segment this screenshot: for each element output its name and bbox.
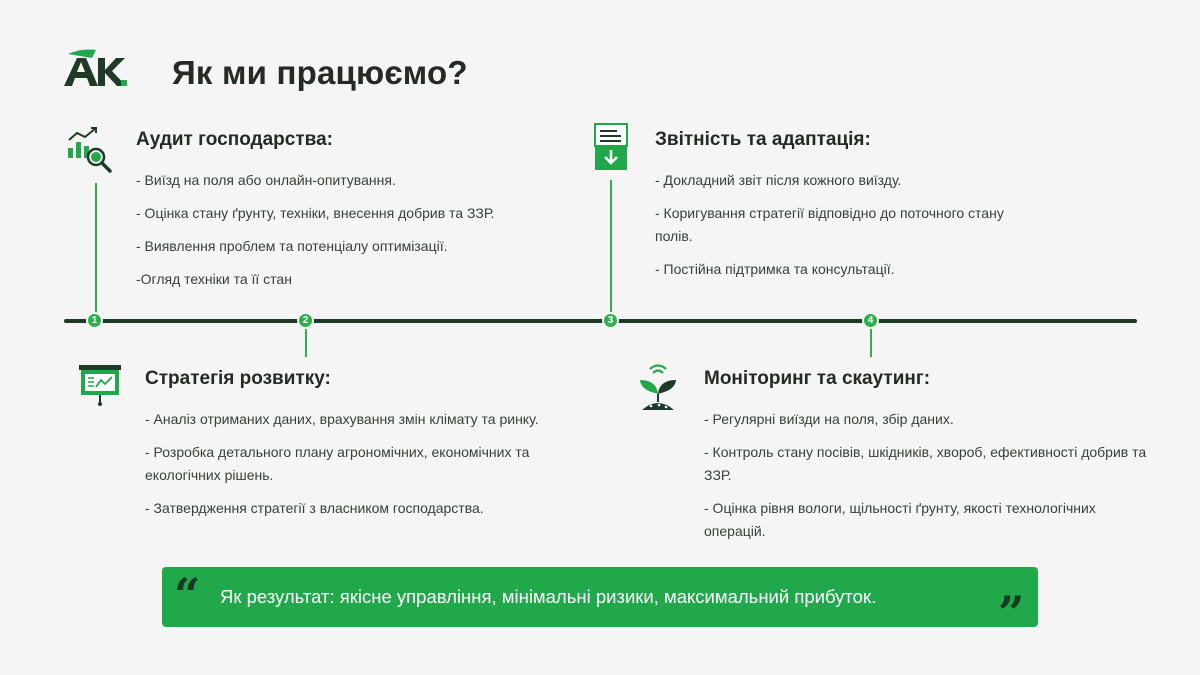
list-item: -Огляд техніки та її стан xyxy=(136,271,292,287)
list-item: - Докладний звіт після кожного виїзду. xyxy=(655,172,902,188)
step-monitoring-title: Моніторинг та скаутинг: xyxy=(704,368,931,389)
close-quote-icon: ” xyxy=(998,586,1025,640)
result-text: Як результат: якісне управління, мінімал… xyxy=(220,586,877,607)
connector-line xyxy=(870,323,872,357)
page-title: Як ми працюємо? xyxy=(172,54,468,91)
presentation-board-icon xyxy=(78,363,122,407)
report-download-icon xyxy=(591,122,631,172)
result-banner: Як результат: якісне управління, мінімал… xyxy=(162,567,1038,627)
step-reporting-title: Звітність та адаптація: xyxy=(655,129,871,150)
connector-line xyxy=(610,180,612,319)
list-item: - Оцінка стану ґрунту, техніки, внесення… xyxy=(136,205,495,221)
list-item: - Виїзд на поля або онлайн-опитування. xyxy=(136,172,396,188)
list-item: - Регулярні виїзди на поля, збір даних. xyxy=(704,411,954,427)
step-marker-2: 2 xyxy=(297,312,314,329)
step-marker-4: 4 xyxy=(862,312,879,329)
sprout-signal-icon xyxy=(638,362,678,412)
company-logo xyxy=(62,46,128,90)
list-item: - Аналіз отриманих даних, врахування змі… xyxy=(145,411,539,427)
chart-magnifier-icon xyxy=(66,126,114,174)
step-audit-title: Аудит господарства: xyxy=(136,129,333,150)
list-item: - Затвердження стратегії з власником гос… xyxy=(145,500,484,516)
timeline-line xyxy=(64,319,1137,323)
step-audit: Аудит господарства: - Виїзд на поля або … xyxy=(136,129,576,301)
list-item: - Оцінка рівня вологи, щільності ґрунту,… xyxy=(704,500,1096,539)
list-item: - Розробка детального плану агрономічних… xyxy=(145,444,530,483)
step-strategy-title: Стратегія розвитку: xyxy=(145,368,331,389)
list-item: - Постійна підтримка та консультації. xyxy=(655,261,895,277)
step-strategy: Стратегія розвитку: - Аналіз отриманих д… xyxy=(145,368,605,530)
connector-line xyxy=(305,323,307,357)
step-reporting: Звітність та адаптація: - Докладний звіт… xyxy=(655,129,1095,291)
list-item: - Виявлення проблем та потенціалу оптимі… xyxy=(136,238,448,254)
open-quote-icon: “ xyxy=(174,568,201,622)
step-monitoring: Моніторинг та скаутинг: - Регулярні виїз… xyxy=(704,368,1154,553)
step-marker-3: 3 xyxy=(602,312,619,329)
step-marker-1: 1 xyxy=(86,312,103,329)
connector-line xyxy=(95,183,97,319)
list-item: - Коригування стратегії відповідно до по… xyxy=(655,205,1004,244)
list-item: - Контроль стану посівів, шкідників, хво… xyxy=(704,444,1147,483)
